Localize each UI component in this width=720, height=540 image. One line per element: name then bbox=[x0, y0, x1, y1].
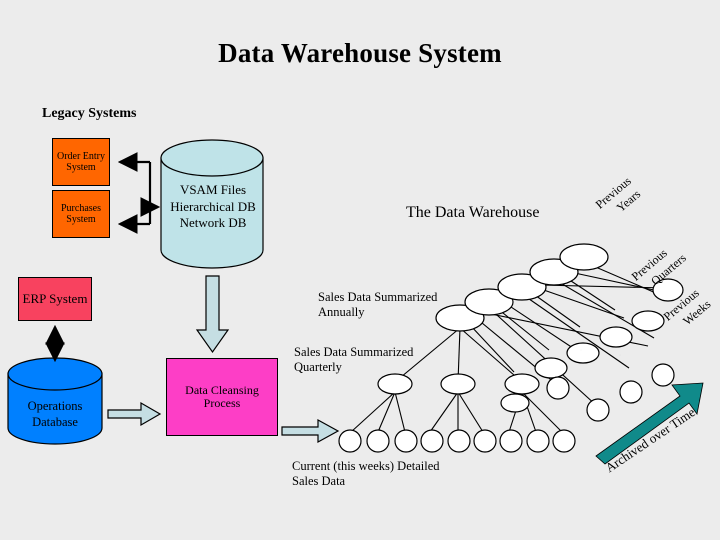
current-line-2: Sales Data bbox=[292, 473, 346, 488]
warehouse-leaf-nodes bbox=[338, 429, 576, 453]
purchases-system-label: Purchases System bbox=[61, 202, 101, 225]
vsam-line-1: VSAM Files bbox=[179, 182, 247, 197]
operations-db-cylinder bbox=[7, 357, 103, 445]
vsam-to-cleansing-arrow bbox=[195, 275, 230, 354]
quarterly-line-2: Quarterly bbox=[294, 359, 342, 374]
operations-database-label: Operations Database bbox=[8, 398, 102, 430]
legacy-systems-label: Legacy Systems bbox=[42, 106, 137, 121]
annually-line-2: Annually bbox=[318, 304, 365, 319]
order-entry-system-label: Order Entry System bbox=[56, 150, 106, 173]
data-cleansing-process-label: Data Cleansing Process bbox=[185, 382, 259, 410]
cleansing-to-warehouse-arrow bbox=[281, 418, 340, 444]
warehouse-quarter-nodes bbox=[377, 278, 684, 413]
archived-over-time-arrow bbox=[595, 382, 704, 465]
ops-db-line-1: Operations bbox=[27, 399, 83, 413]
legacy-connectors bbox=[117, 152, 161, 234]
erp-system-box[interactable]: ERP System bbox=[18, 277, 92, 321]
vsam-cylinder-label: VSAM Files Hierarchical DB Network DB bbox=[160, 182, 266, 232]
data-cleansing-process-box[interactable]: Data Cleansing Process bbox=[166, 358, 278, 436]
quarterly-line-1: Sales Data Summarized bbox=[294, 345, 414, 359]
vsam-cylinder bbox=[160, 139, 264, 269]
sales-summarized-annually-caption: Sales Data Summarized Annually bbox=[318, 290, 437, 320]
sales-summarized-quarterly-caption: Sales Data Summarized Quarterly bbox=[294, 345, 413, 375]
current-line-1: Current (this weeks) Detailed bbox=[292, 459, 440, 473]
current-detailed-sales-caption: Current (this weeks) Detailed Sales Data bbox=[292, 459, 440, 489]
opsdb-to-cleansing-arrow bbox=[107, 401, 162, 427]
vsam-line-2: Hierarchical DB bbox=[170, 198, 256, 214]
annually-line-1: Sales Data Summarized bbox=[318, 290, 438, 304]
page-title: Data Warehouse System bbox=[218, 38, 502, 68]
data-warehouse-label: The Data Warehouse bbox=[406, 204, 540, 221]
ops-db-line-2: Database bbox=[32, 415, 78, 429]
warehouse-tree-edges bbox=[350, 261, 673, 433]
erp-system-label: ERP System bbox=[22, 290, 88, 306]
warehouse-week-nodes bbox=[546, 354, 675, 422]
warehouse-root-year-nodes bbox=[435, 243, 609, 332]
order-entry-system-box[interactable]: Order Entry System bbox=[52, 138, 110, 186]
purchases-system-box[interactable]: Purchases System bbox=[52, 190, 110, 238]
vsam-line-3: Network DB bbox=[179, 215, 247, 231]
